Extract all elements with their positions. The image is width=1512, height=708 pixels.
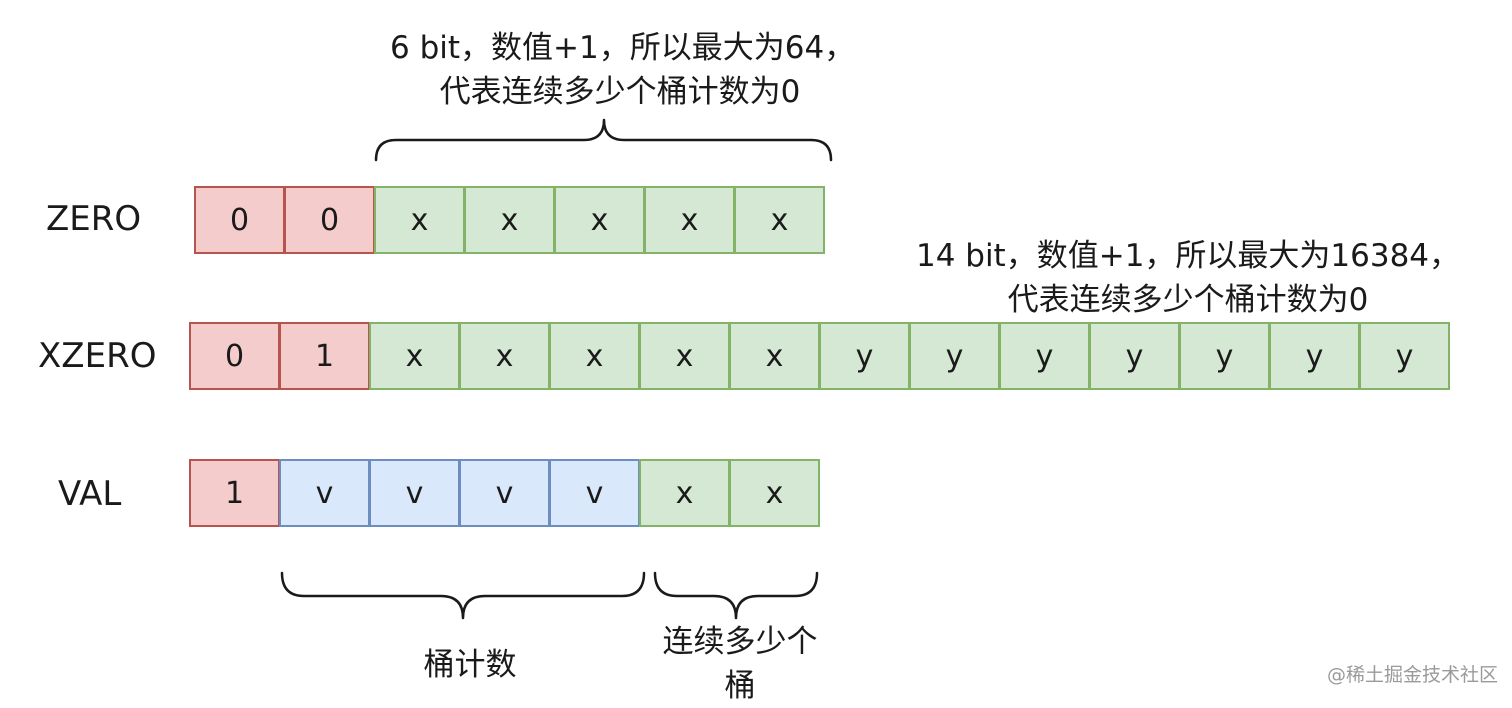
bit-cell: x (644, 186, 735, 254)
annotation-val-count: 桶计数 (380, 643, 560, 687)
annotation-xzero-line1: 14 bit，数值+1，所以最大为16384， (915, 238, 1461, 274)
bit-cell: 1 (279, 322, 370, 390)
bit-cell: x (639, 459, 730, 527)
bit-cell: y (1089, 322, 1180, 390)
bit-cell: y (819, 322, 910, 390)
bit-cell: x (369, 322, 460, 390)
bit-cell: x (734, 186, 825, 254)
annotation-val-count-line1: 桶计数 (423, 647, 517, 683)
bit-cell: y (1179, 322, 1270, 390)
annotation-val-run: 连续多少个 桶 (640, 620, 840, 708)
annotation-zero-line1: 6 bit，数值+1，所以最大为64， (390, 30, 856, 66)
bit-cell: x (549, 322, 640, 390)
bit-cell: 0 (189, 322, 280, 390)
bit-cell: y (999, 322, 1090, 390)
annotation-val-run-line1: 连续多少个 (662, 624, 818, 660)
bit-cell: v (549, 459, 640, 527)
row-label-xzero: XZERO (38, 336, 157, 376)
annotation-xzero-line2: 代表连续多少个桶计数为0 (1007, 282, 1369, 318)
bit-cell: v (369, 459, 460, 527)
watermark: @稀土掘金技术社区 (1326, 664, 1498, 686)
annotation-zero-bits: 6 bit，数值+1，所以最大为64， 代表连续多少个桶计数为0 (390, 26, 856, 114)
bit-cell: x (639, 322, 730, 390)
brace-val-run (653, 571, 819, 620)
bit-cell: x (459, 322, 550, 390)
bit-cell: x (374, 186, 465, 254)
bit-cell: x (729, 322, 820, 390)
annotation-xzero-bits: 14 bit，数值+1，所以最大为16384， 代表连续多少个桶计数为0 (888, 234, 1488, 322)
brace-val-count (280, 571, 646, 620)
bit-cell: y (909, 322, 1000, 390)
bit-cell: 0 (284, 186, 375, 254)
bit-cell: x (464, 186, 555, 254)
row-label-zero: ZERO (46, 199, 142, 239)
bit-cell: x (729, 459, 820, 527)
bit-cell: y (1269, 322, 1360, 390)
annotation-val-run-line2: 桶 (724, 668, 756, 704)
bit-cell: 0 (194, 186, 285, 254)
bit-cell: y (1359, 322, 1450, 390)
bit-cell: v (279, 459, 370, 527)
brace-zero-bits (374, 118, 833, 162)
bit-cell: x (554, 186, 645, 254)
bit-cell: v (459, 459, 550, 527)
bit-cell: 1 (189, 459, 280, 527)
row-label-val: VAL (58, 474, 122, 514)
annotation-zero-line2: 代表连续多少个桶计数为0 (439, 74, 801, 110)
